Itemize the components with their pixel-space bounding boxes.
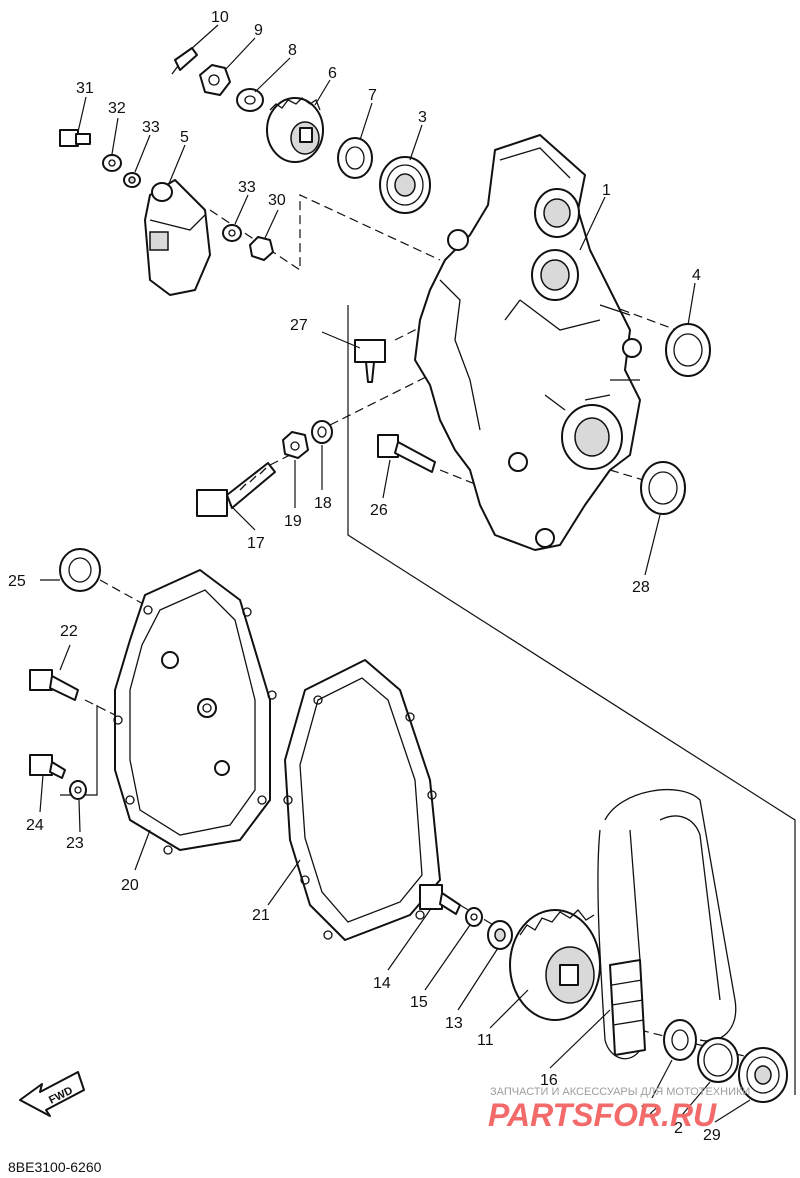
- callout-11: 11: [477, 1032, 494, 1049]
- gear-case-housing: [414, 134, 642, 551]
- bolt-22: [29, 669, 79, 701]
- fwd-arrow-icon: FWD: [19, 1071, 85, 1117]
- bolt-24: [29, 754, 66, 779]
- bolt-26: [377, 434, 436, 473]
- seal-25: [59, 548, 101, 592]
- bolt-14: [419, 884, 461, 915]
- callout-5: 5: [180, 129, 189, 146]
- callout-30: 30: [268, 192, 286, 209]
- washer-33-left: [123, 172, 141, 188]
- callout-33-left: 33: [142, 119, 160, 136]
- collar-12: [663, 1019, 697, 1061]
- oil-seal-4: [665, 323, 711, 377]
- callout-28: 28: [632, 579, 650, 596]
- bearing-29: [738, 1047, 788, 1103]
- washer-18: [311, 420, 333, 444]
- watermark-tagline: ЗАПЧАСТИ И АКСЕССУАРЫ ДЛЯ МОТОТЕХНИКИ: [490, 1086, 750, 1098]
- bracket-5: [144, 179, 211, 296]
- callout-1: 1: [602, 182, 611, 199]
- callout-23: 23: [66, 835, 84, 852]
- callout-10: 10: [211, 9, 229, 26]
- driven-sprocket-11: [509, 909, 601, 1021]
- washer-15: [465, 907, 483, 927]
- callout-7: 7: [368, 87, 377, 104]
- washer-33-right: [222, 224, 242, 242]
- callout-20: 20: [121, 877, 139, 894]
- bolt-17: [196, 462, 276, 517]
- callout-32: 32: [108, 100, 126, 117]
- nut: [199, 64, 231, 96]
- callout-18: 18: [314, 495, 332, 512]
- callout-31: 31: [76, 80, 94, 97]
- bolt-31: [59, 129, 91, 147]
- nut-19: [282, 431, 309, 459]
- callout-19: 19: [284, 513, 302, 530]
- leader-lines: [39, 24, 751, 1123]
- washer-23: [69, 780, 87, 800]
- callout-14: 14: [373, 975, 391, 992]
- callout-29: 29: [703, 1127, 721, 1144]
- callout-26: 26: [370, 502, 388, 519]
- callout-6: 6: [328, 65, 337, 82]
- callout-8: 8: [288, 42, 297, 59]
- callout-25: 25: [8, 573, 26, 590]
- callout-9: 9: [254, 22, 263, 39]
- drive-sprocket: [266, 97, 324, 163]
- callout-33-right: 33: [238, 179, 256, 196]
- nut-30: [249, 236, 274, 261]
- washer-upper: [236, 88, 264, 112]
- callout-24: 24: [26, 817, 44, 834]
- callout-16: 16: [540, 1072, 558, 1089]
- oil-seal-28: [640, 461, 686, 515]
- callout-2: 2: [674, 1120, 683, 1137]
- callout-22: 22: [60, 623, 78, 640]
- callout-13: 13: [445, 1015, 463, 1032]
- callout-4: 4: [692, 267, 701, 284]
- bearing-3: [379, 156, 431, 214]
- callout-12: 12: [640, 1102, 658, 1119]
- collar-7: [337, 137, 373, 179]
- callout-15: 15: [410, 994, 428, 1011]
- washer-13: [487, 920, 513, 950]
- gasket-21: [283, 659, 441, 941]
- grease-nipple-27: [354, 339, 386, 383]
- diagram-code: 8BE3100-6260: [8, 1159, 102, 1175]
- chain-16: [597, 788, 737, 1060]
- watermark-logo: PARTSFOR.RU: [488, 1097, 717, 1133]
- cover-20: [113, 569, 277, 855]
- callout-17: 17: [247, 535, 265, 552]
- callout-numbers: 1 2 3 4 5 6 7 8 9 10 11 12 13 14 15 16 1…: [8, 9, 721, 1144]
- callout-21: 21: [252, 907, 270, 924]
- circlip-2: [697, 1037, 739, 1083]
- callout-3: 3: [418, 109, 427, 126]
- washer-32: [102, 154, 122, 172]
- cotter-pin: [171, 47, 198, 75]
- callout-27: 27: [290, 317, 308, 334]
